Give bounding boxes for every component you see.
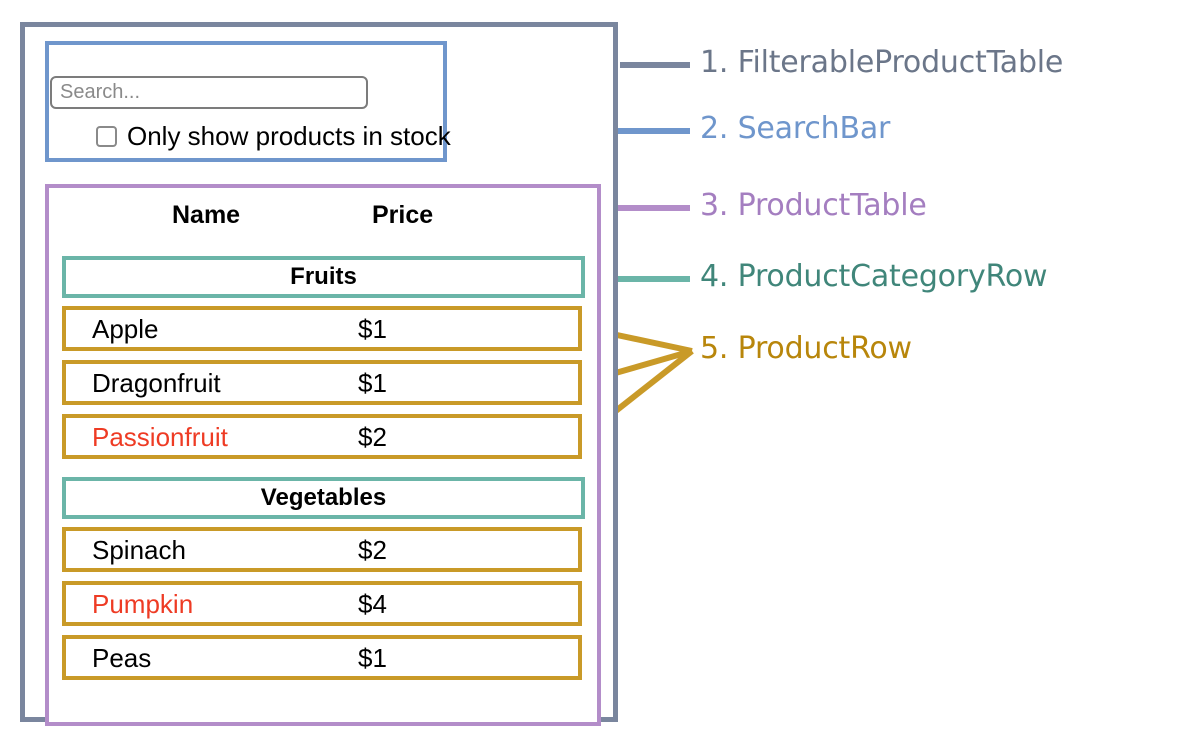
product-price: $1 xyxy=(358,367,387,398)
column-header-price: Price xyxy=(372,201,434,229)
product-price: $1 xyxy=(358,313,387,344)
annotation-label-product-row: 5. ProductRow xyxy=(700,334,912,364)
product-row[interactable]: Spinach $2 xyxy=(62,527,582,572)
annotation-label-product-category-row: 4. ProductCategoryRow xyxy=(700,259,1048,294)
product-price: $1 xyxy=(358,642,387,673)
product-name: Spinach xyxy=(92,534,186,565)
annotation-number: 5. xyxy=(700,331,729,366)
annotation-text: ProductCategoryRow xyxy=(737,259,1048,294)
annotation-text: FilterableProductTable xyxy=(737,45,1064,80)
annotation-text: ProductRow xyxy=(737,331,912,366)
in-stock-checkbox-row[interactable]: Only show products in stock xyxy=(96,123,451,149)
category-label: Fruits xyxy=(290,263,357,290)
product-name: Apple xyxy=(92,313,159,344)
product-table-header: Name Price xyxy=(62,198,584,242)
product-name: Peas xyxy=(92,642,152,673)
annotation-label-product-table: 3. ProductTable xyxy=(700,191,927,221)
checkbox-icon[interactable] xyxy=(96,125,117,147)
product-row[interactable]: Dragonfruit $1 xyxy=(62,360,582,405)
annotation-number: 4. xyxy=(700,259,729,294)
product-price: $2 xyxy=(358,534,387,565)
product-category-row: Fruits xyxy=(62,256,585,298)
annotation-number: 2. xyxy=(700,111,729,146)
product-name: Pumpkin xyxy=(92,588,194,619)
annotation-label-search-bar: 2. SearchBar xyxy=(700,114,890,144)
product-price: $4 xyxy=(358,588,387,619)
annotation-number: 3. xyxy=(700,188,729,223)
product-name: Passionfruit xyxy=(92,421,228,452)
search-input[interactable]: Search... xyxy=(50,76,368,109)
annotation-label-filterable-product-table: 1. FilterableProductTable xyxy=(700,48,1063,78)
product-row[interactable]: Passionfruit $2 xyxy=(62,414,582,459)
annotation-text: ProductTable xyxy=(737,188,927,223)
product-name: Dragonfruit xyxy=(92,367,221,398)
product-category-row: Vegetables xyxy=(62,477,585,519)
column-header-name: Name xyxy=(172,201,241,229)
product-row[interactable]: Pumpkin $4 xyxy=(62,581,582,626)
product-price: $2 xyxy=(358,421,387,452)
annotation-text: SearchBar xyxy=(737,111,891,146)
product-row[interactable]: Apple $1 xyxy=(62,306,582,351)
category-label: Vegetables xyxy=(260,484,387,511)
in-stock-checkbox-label: Only show products in stock xyxy=(127,121,451,151)
annotation-number: 1. xyxy=(700,45,729,80)
product-row[interactable]: Peas $1 xyxy=(62,635,582,680)
